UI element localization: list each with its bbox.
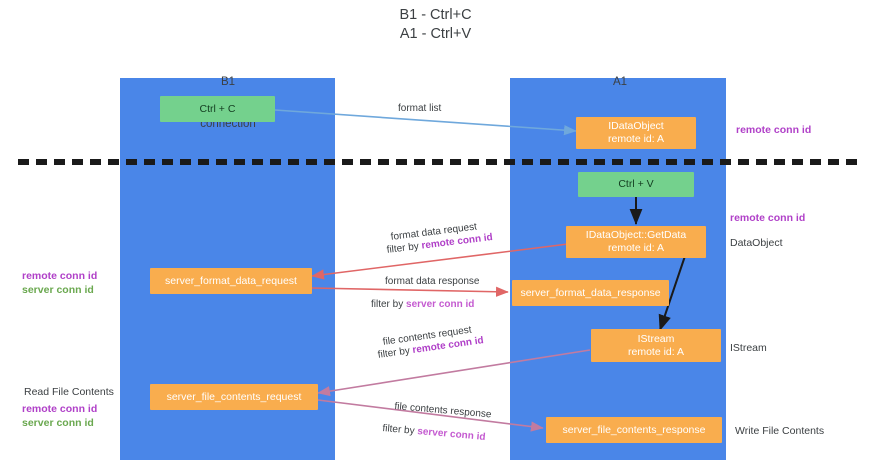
edge-label-format-data-response-text: format data response <box>385 276 480 287</box>
annotation-left-conn-ids-mid: remote conn id server conn id <box>22 269 97 297</box>
edge-label-format-data-response: format data response <box>385 275 480 288</box>
annotation-right-write-file-contents: Write File Contents <box>735 425 825 437</box>
annotation-text: remote conn id <box>730 212 806 224</box>
node-server-format-data-response[interactable]: server_format_data_response <box>512 280 669 306</box>
edge-format-data-response <box>311 286 509 297</box>
edge-getdata-istream <box>658 255 686 331</box>
annotation-server-conn-id: server conn id <box>22 417 94 429</box>
node-server-file-contents-request[interactable]: server_file_contents_request <box>150 384 318 410</box>
edge-format-data-request <box>311 242 577 280</box>
node-server-format-data-request[interactable]: server_format_data_request <box>150 268 312 294</box>
annotation-right-remote-conn-id-2: remote conn id <box>730 211 805 225</box>
edge-label-format-data-response-filter: filter by server conn id <box>371 298 474 311</box>
node-ctrl-c-label: Ctrl + C <box>199 102 236 115</box>
edge-response-istream <box>592 308 640 330</box>
annotation-left-read-file-contents: Read File Contents <box>24 386 114 398</box>
annotation-server-conn-id: server conn id <box>22 284 94 296</box>
node-getdata-title: IDataObject::GetData <box>585 229 687 241</box>
node-istream-remote-id: remote id: A <box>627 345 685 358</box>
annotation-right-remote-conn-id-1: remote conn id <box>736 123 811 137</box>
node-idataobject[interactable]: IDataObject remote id: A <box>576 117 696 149</box>
edge-label-format-list: format list <box>398 103 442 114</box>
node-getdata-remote-id: remote id: A <box>607 242 665 254</box>
node-server-file-contents-response[interactable]: server_file_contents_response <box>546 417 722 443</box>
annotation-remote-conn-id: remote conn id <box>22 270 98 282</box>
node-server-file-contents-request-label: server_file_contents_request <box>166 390 302 403</box>
node-idataobject-remote-id: remote id: A <box>607 133 665 145</box>
node-getdata[interactable]: IDataObject::GetData remote id: A <box>566 226 706 258</box>
filter-prefix: filter by <box>371 299 407 310</box>
annotation-remote-conn-id: remote conn id <box>22 403 98 415</box>
page-title: B1 - Ctrl+C A1 - Ctrl+V <box>399 7 472 42</box>
edge-file-contents-response <box>317 399 544 432</box>
node-istream[interactable]: IStream remote id: A <box>591 329 721 362</box>
node-ctrl-v-label: Ctrl + V <box>618 178 654 190</box>
node-server-file-contents-response-label: server_file_contents_response <box>562 423 706 436</box>
edge-file-contents-request <box>317 349 591 397</box>
node-ctrl-v[interactable]: Ctrl + V <box>578 172 694 197</box>
column-b1-name: B1 <box>220 76 236 88</box>
node-idataobject-title: IDataObject <box>608 120 664 132</box>
annotation-right-istream: IStream <box>730 342 767 354</box>
annotation-left-conn-ids-bottom: remote conn id server conn id <box>22 402 97 430</box>
filter-prefix: filter by <box>381 422 418 438</box>
node-server-format-data-request-label: server_format_data_request <box>165 274 297 287</box>
node-ctrl-c[interactable]: Ctrl + C <box>160 96 275 122</box>
key-server-conn-id: server conn id <box>406 299 475 310</box>
node-server-format-data-response-label: server_format_data_response <box>520 286 661 299</box>
edge-format-list <box>274 109 577 136</box>
column-a1-name: A1 <box>612 76 628 88</box>
node-istream-title: IStream <box>637 332 675 345</box>
annotation-text: remote conn id <box>736 124 812 136</box>
annotation-right-dataobject: DataObject <box>730 237 783 249</box>
